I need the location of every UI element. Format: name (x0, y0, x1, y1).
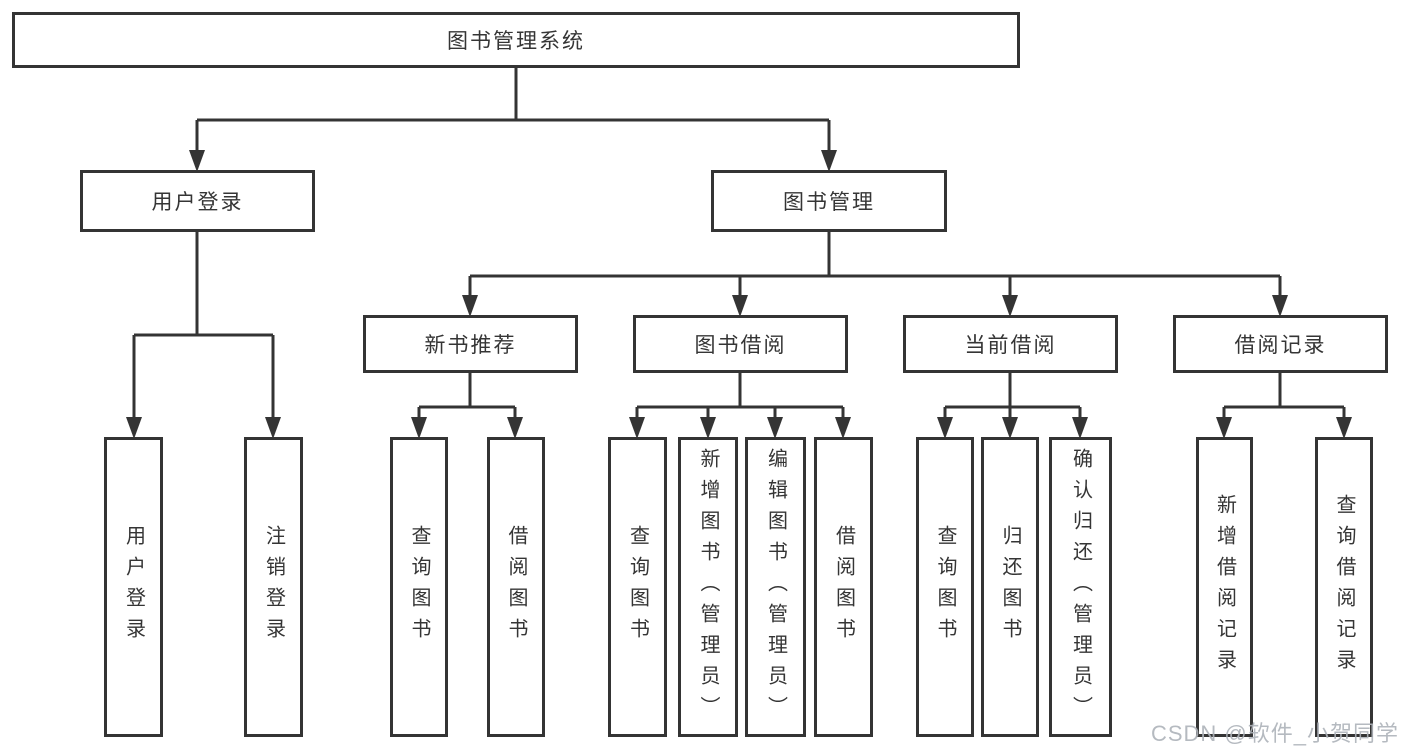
node-book-borrow: 图书借阅 (633, 315, 848, 373)
node-borrow-records-label: 借阅记录 (1234, 334, 1327, 357)
leaf-user-login: 用户登录 (104, 437, 163, 737)
node-book-borrow-label: 图书借阅 (694, 334, 787, 357)
leaf-borrow-book-recommend-label: 借阅图书 (505, 525, 527, 649)
node-current-borrow-label: 当前借阅 (964, 334, 1057, 357)
leaf-borrow-book-label: 借阅图书 (832, 525, 855, 649)
watermark: CSDN @软件_小贺同学 (1150, 721, 1399, 746)
leaf-edit-book-admin: 编辑图书（管理员） (745, 437, 806, 737)
leaf-query-book-borrow-label: 查询图书 (626, 525, 649, 649)
leaf-borrow-book-recommend: 借阅图书 (487, 437, 545, 737)
leaf-add-book-admin: 新增图书（管理员） (678, 437, 738, 737)
node-root: 图书管理系统 (12, 12, 1020, 68)
leaf-confirm-return-admin: 确认归还（管理员） (1049, 437, 1112, 737)
node-user-login: 用户登录 (80, 170, 315, 232)
leaf-query-borrow-record: 查询借阅记录 (1315, 437, 1373, 737)
leaf-add-book-admin-label: 新增图书（管理员） (697, 447, 719, 727)
leaf-query-book-recommend: 查询图书 (390, 437, 448, 737)
node-book-management-label: 图书管理 (783, 191, 875, 214)
leaf-add-borrow-record: 新增借阅记录 (1196, 437, 1253, 737)
leaf-logout: 注销登录 (244, 437, 303, 737)
leaf-edit-book-admin-label: 编辑图书（管理员） (764, 447, 787, 727)
leaf-borrow-book: 借阅图书 (814, 437, 873, 737)
leaf-confirm-return-admin-label: 确认归还（管理员） (1069, 447, 1092, 727)
node-new-book-recommend: 新书推荐 (363, 315, 578, 373)
leaf-query-book-borrow: 查询图书 (608, 437, 667, 737)
leaf-return-book-label: 归还图书 (999, 525, 1021, 649)
node-root-label: 图书管理系统 (447, 30, 585, 53)
leaf-query-borrow-record-label: 查询借阅记录 (1333, 494, 1355, 680)
leaf-query-book-current: 查询图书 (916, 437, 974, 737)
leaf-add-borrow-record-label: 新增借阅记录 (1213, 494, 1236, 680)
node-book-management: 图书管理 (711, 170, 947, 232)
node-borrow-records: 借阅记录 (1173, 315, 1388, 373)
node-current-borrow: 当前借阅 (903, 315, 1118, 373)
leaf-user-login-label: 用户登录 (122, 525, 145, 649)
node-user-login-label: 用户登录 (151, 191, 244, 214)
leaf-return-book: 归还图书 (981, 437, 1039, 737)
arrowhead-icons (126, 150, 1352, 439)
node-new-book-recommend-label: 新书推荐 (424, 334, 517, 357)
leaf-logout-label: 注销登录 (262, 525, 285, 649)
leaf-query-book-recommend-label: 查询图书 (408, 525, 430, 649)
leaf-query-book-current-label: 查询图书 (934, 525, 956, 649)
